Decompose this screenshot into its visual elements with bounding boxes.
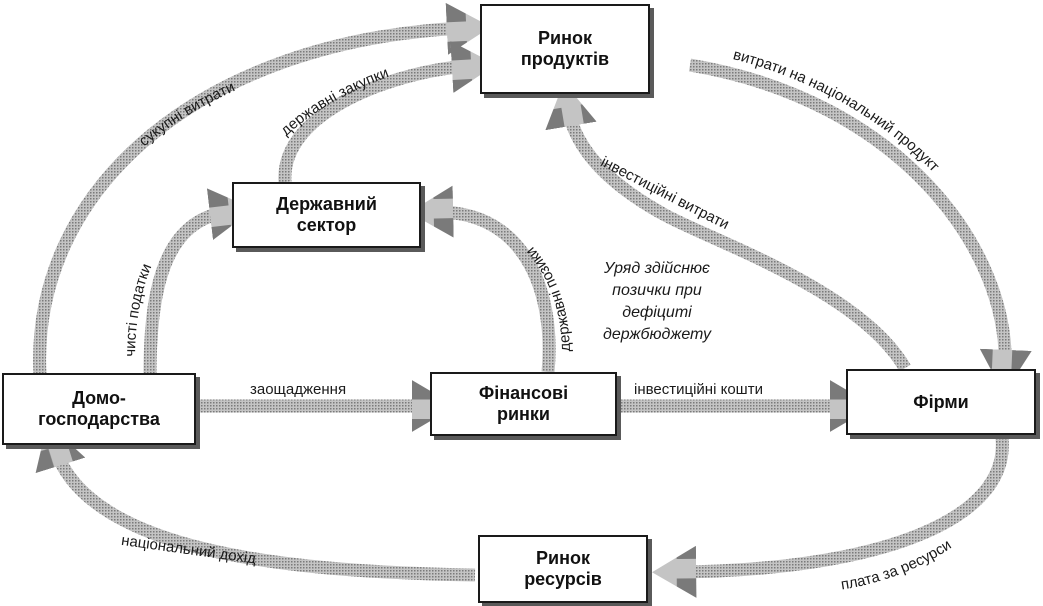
note-line1: Уряд здійснює <box>604 260 710 277</box>
resource-market-label-line2: ресурсів <box>524 569 602 589</box>
national-income-arrow <box>55 448 475 575</box>
note-line2: позички при <box>612 282 702 299</box>
label-aggregate-spending: сукупні витрати <box>136 78 238 149</box>
government-sector-box: Державний сектор <box>232 182 421 248</box>
households-label-line1: Домо- <box>72 388 126 408</box>
resource-payments-arrow <box>678 438 1002 572</box>
resource-market-box: Ринок ресурсів <box>478 535 648 603</box>
deficit-borrowing-note: Уряд здійснює позички при дефіциті держб… <box>582 258 732 346</box>
financial-markets-label-line1: Фінансові <box>478 383 569 403</box>
firms-label: Фірми <box>913 391 969 412</box>
government-sector-label-line1: Державний <box>276 194 377 214</box>
product-market-label-line2: продуктів <box>520 49 610 69</box>
label-national-income: національний дохід <box>120 532 257 568</box>
net-taxes-arrow <box>150 212 228 375</box>
note-line4: держбюджету <box>602 326 712 343</box>
note-line3: дефіциті <box>622 304 692 321</box>
government-sector-label-line2: сектор <box>296 215 357 235</box>
government-borrowing-arrow <box>435 212 549 372</box>
financial-markets-box: Фінансові ринки <box>430 372 617 436</box>
product-market-label-line1: Ринок <box>538 28 592 48</box>
financial-markets-label-line2: ринки <box>496 404 550 424</box>
households-label-line2: господарства <box>38 409 160 429</box>
label-government-purchases: державні закупки <box>277 64 391 139</box>
households-box: Домо- господарства <box>2 373 196 445</box>
label-investment-funds: інвестиційні кошти <box>634 381 763 398</box>
label-savings: заощадження <box>250 381 346 398</box>
product-market-box: Ринок продуктів <box>480 4 650 94</box>
national-product-spending-arrow <box>690 65 1005 368</box>
resource-market-label-line1: Ринок <box>536 548 590 568</box>
firms-box: Фірми <box>846 369 1036 435</box>
